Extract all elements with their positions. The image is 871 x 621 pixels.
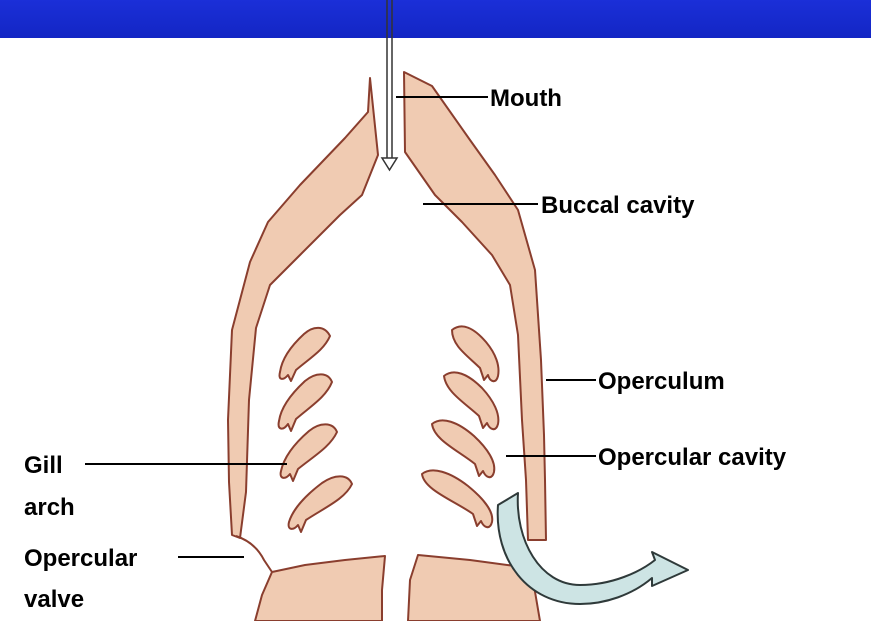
label-gill: Gill [24, 452, 63, 479]
label-mouth: Mouth [490, 85, 562, 112]
left-gill-filament [280, 328, 330, 381]
label-operculum: Operculum [598, 368, 725, 395]
right-body-wall [404, 72, 546, 540]
label-buccal-cavity: Buccal cavity [541, 192, 695, 219]
opercular-valve [236, 536, 272, 572]
left-gill-filament [281, 424, 337, 481]
left-lower-body [255, 556, 385, 621]
label-arch: arch [24, 494, 75, 521]
left-body-wall [228, 78, 378, 538]
right-gill-arch [422, 326, 499, 527]
left-gill-filament [279, 374, 332, 431]
right-gill-filament [444, 372, 498, 429]
right-gill-filament [432, 420, 494, 477]
water-inflow-arrow [382, 0, 397, 170]
label-opercular-cavity: Opercular cavity [598, 444, 787, 471]
right-gill-filament [422, 470, 492, 527]
label-valve: valve [24, 586, 84, 613]
label-opercular: Opercular [24, 545, 137, 572]
left-gill-filament [289, 476, 352, 532]
left-gill-arch [279, 328, 352, 532]
